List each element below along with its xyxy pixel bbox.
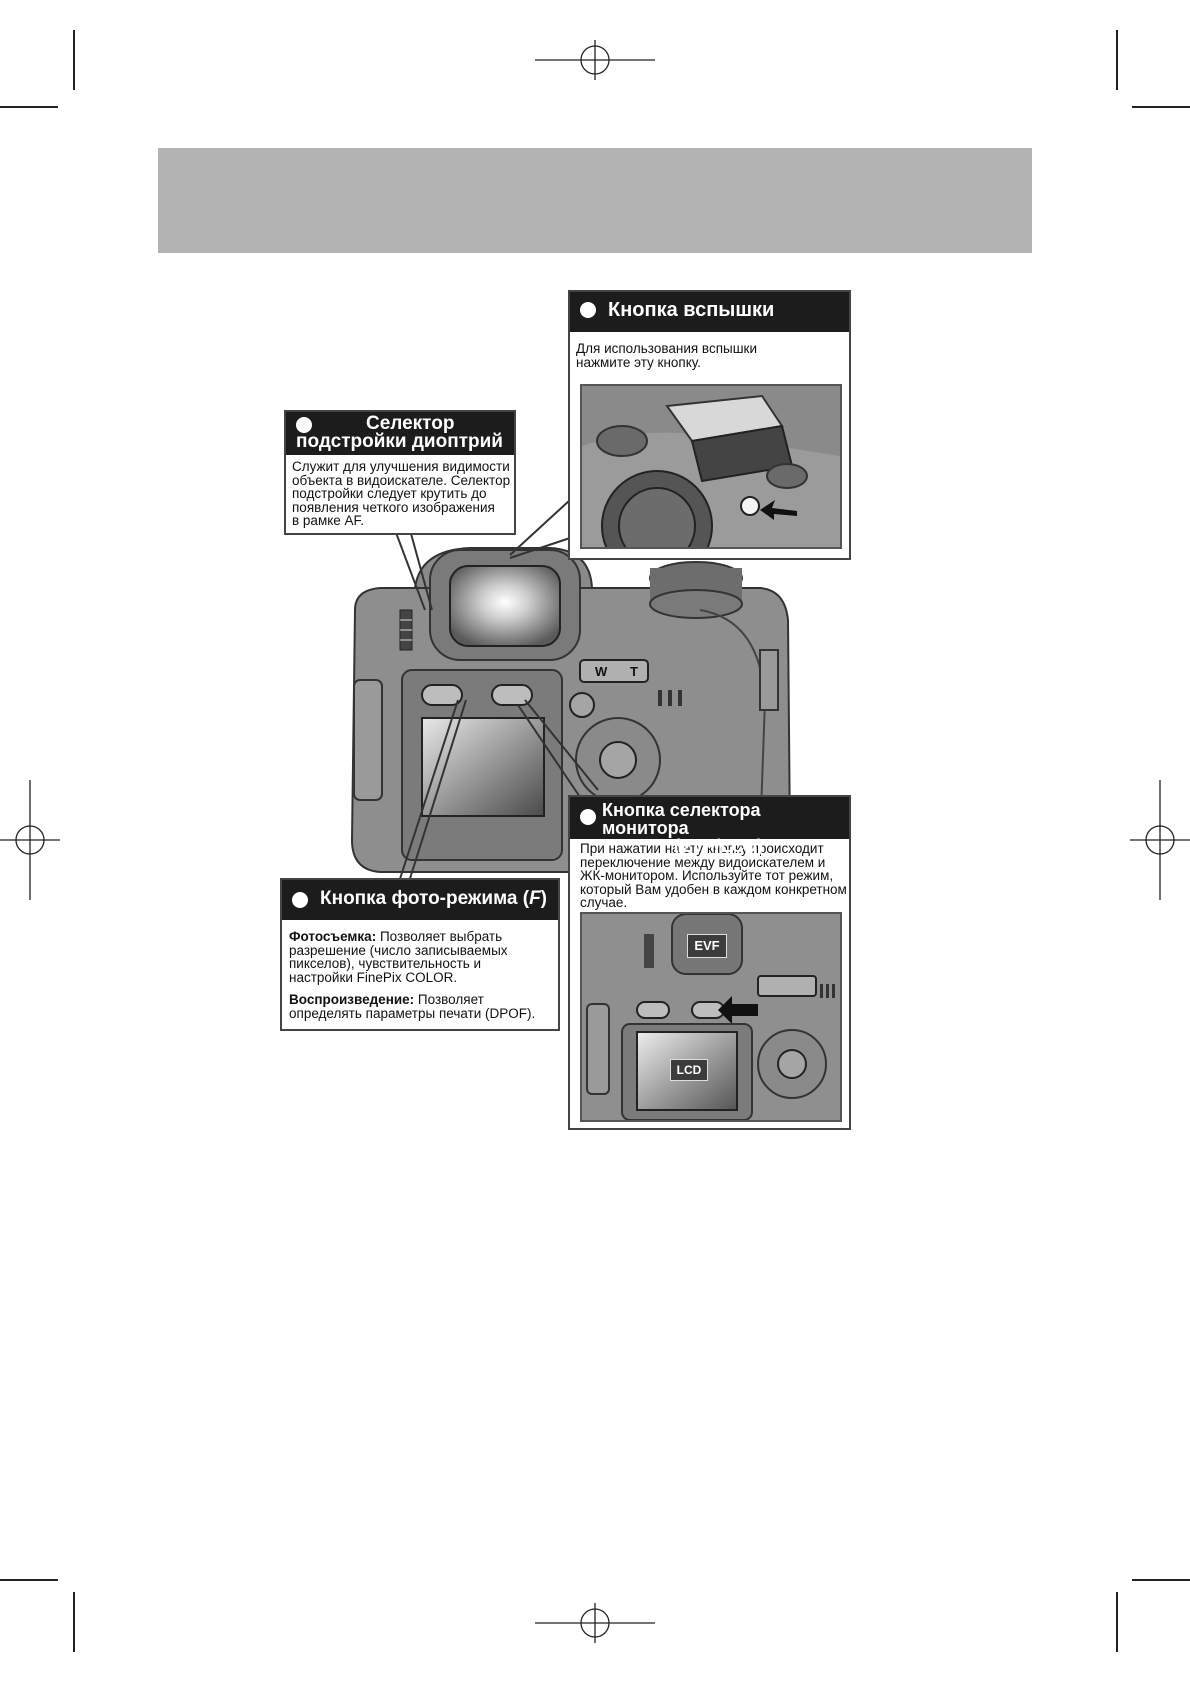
- flash-callout-title-bar: Кнопка вспышки: [570, 292, 849, 332]
- playback-label: Воспроизведение:: [289, 992, 414, 1007]
- photo-mode-title-prefix: Кнопка фото-режима (: [320, 888, 529, 909]
- bullet-icon: [292, 892, 308, 908]
- photo-mode-title-suffix: ): [541, 888, 547, 909]
- shooting-label: Фотосъемка:: [289, 929, 376, 944]
- photo-mode-callout: Кнопка фото-режима (F) Фотосъемка: Позво…: [280, 878, 560, 1031]
- flash-button-callout: Кнопка вспышки Для использования вспышки…: [568, 290, 851, 560]
- bullet-icon: [580, 302, 596, 318]
- photo-mode-callout-text: Фотосъемка: Позволяет выбрать разрешение…: [282, 920, 558, 1020]
- bullet-icon: [296, 417, 312, 433]
- diopter-callout-title-bar: Селектор подстройки диоптрий: [286, 412, 514, 455]
- monitor-selector-callout: Кнопка селектора монитора (EVF/LCD) При …: [568, 795, 851, 1130]
- bullet-icon: [580, 809, 596, 825]
- lcd-label: LCD: [670, 1059, 708, 1081]
- diopter-callout-title-line2: подстройки диоптрий: [296, 433, 514, 451]
- monitor-callout-title-line1: Кнопка селектора монитора: [602, 801, 849, 837]
- flash-photo: [580, 384, 842, 549]
- diopter-callout-text: Служит для улучшения видимости объекта в…: [286, 455, 514, 528]
- evf-label: EVF: [687, 934, 727, 958]
- monitor-callout-title-bar: Кнопка селектора монитора (EVF/LCD): [570, 797, 849, 839]
- monitor-callout-title-line2: (EVF/LCD): [602, 837, 849, 855]
- photo-mode-title-f: F: [529, 888, 541, 909]
- monitor-photo: EVF LCD: [580, 912, 842, 1122]
- diopter-selector-callout: Селектор подстройки диоптрий Служит для …: [284, 410, 516, 535]
- flash-callout-title: Кнопка вспышки: [608, 299, 774, 321]
- flash-callout-text: Для использования вспышки нажмите эту кн…: [570, 332, 849, 369]
- photo-mode-callout-title-bar: Кнопка фото-режима (F): [282, 880, 558, 920]
